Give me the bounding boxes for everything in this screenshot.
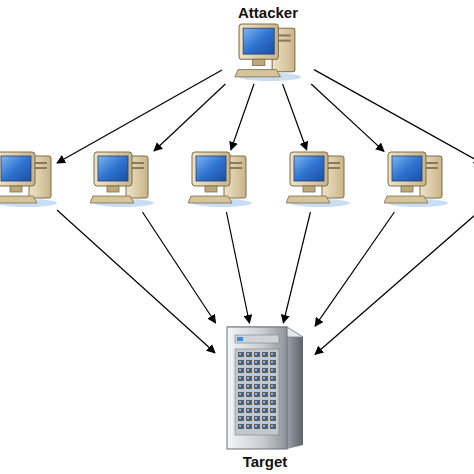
computer-node (0, 150, 57, 212)
computer-icon (286, 150, 350, 208)
attack-arrow (142, 212, 215, 323)
computer-icon (0, 150, 57, 208)
computer-icon (228, 22, 308, 82)
computer-icon (188, 150, 252, 208)
computer-node (286, 150, 350, 212)
computer-icon (90, 150, 154, 208)
attack-arrow (315, 209, 474, 355)
attack-arrow (57, 210, 215, 353)
attack-arrow (314, 70, 474, 164)
attack-arrow (154, 84, 225, 151)
attack-arrow (315, 212, 394, 326)
attack-arrow (57, 70, 222, 163)
server-node: Target (215, 323, 315, 473)
computer-icon (384, 150, 448, 208)
attack-arrow (283, 212, 310, 323)
attack-arrow (311, 84, 384, 151)
computer-node (90, 150, 154, 212)
attack-arrow (226, 212, 249, 323)
node-label: Attacker (238, 4, 298, 22)
computer-node (188, 150, 252, 212)
attack-arrow (283, 84, 307, 150)
attack-arrow (231, 84, 254, 150)
server-icon (217, 323, 313, 453)
computer-node (384, 150, 448, 212)
node-label: Target (243, 453, 288, 471)
computer-node: Attacker (222, 4, 314, 84)
